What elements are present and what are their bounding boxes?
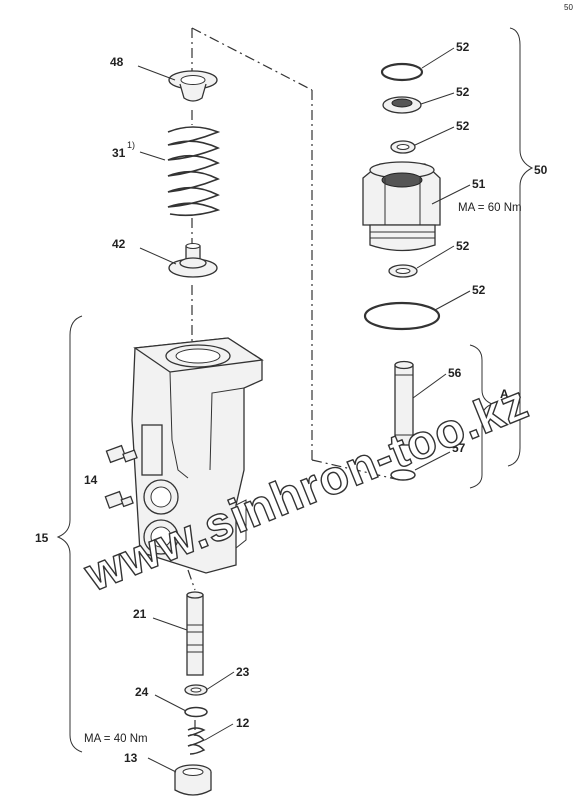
- corner-mark: 50: [564, 3, 573, 12]
- label-21: 21: [133, 607, 147, 621]
- label-52-a: 52: [456, 40, 470, 54]
- label-48: 48: [110, 55, 124, 69]
- part-24-ring: [184, 706, 208, 718]
- part-42-valve-seat: [168, 243, 218, 278]
- label-56: 56: [448, 366, 462, 380]
- torque-note-upper: MA = 60 Nm: [458, 202, 522, 214]
- part-52-o-ring-top: [380, 62, 424, 82]
- label-12: 12: [236, 716, 250, 730]
- brace-a: [469, 344, 494, 489]
- part-14-plugs: [104, 444, 138, 509]
- leader-lines: [137, 47, 471, 773]
- label-31-note: 1): [127, 140, 135, 150]
- part-31-spring: [167, 126, 221, 217]
- part-52-ring-small: [390, 140, 416, 154]
- label-a: A: [500, 387, 509, 401]
- label-52-c: 52: [456, 119, 470, 133]
- label-15: 15: [35, 531, 49, 545]
- part-12-spring: [187, 727, 206, 755]
- part-23-washer: [184, 684, 208, 696]
- label-51: 51: [472, 177, 486, 191]
- part-56-pin: [394, 360, 414, 446]
- label-50: 50: [534, 163, 548, 177]
- brace-15: [56, 315, 83, 753]
- label-13: 13: [124, 751, 138, 765]
- part-labels: 48 31 1) 42 15 14 21 23 24 12 13 50 51 5…: [35, 40, 548, 765]
- label-52-b: 52: [456, 85, 470, 99]
- label-52-d: 52: [456, 239, 470, 253]
- part-52-o-ring-large: [363, 301, 441, 331]
- brace-50: [507, 27, 534, 467]
- label-24: 24: [135, 685, 149, 699]
- part-57-ring: [390, 469, 416, 481]
- part-51-nut: [362, 161, 441, 252]
- part-15-valve-body: [131, 337, 264, 574]
- label-31: 31: [112, 146, 126, 160]
- label-14: 14: [84, 473, 98, 487]
- part-21-spool: [186, 591, 204, 676]
- torque-note-lower: MA = 40 Nm: [84, 733, 148, 745]
- part-48-spring-plate: [168, 70, 218, 102]
- part-13-plug: [174, 764, 212, 796]
- part-52-seal: [382, 96, 422, 114]
- label-52-e: 52: [472, 283, 486, 297]
- assembly-guide-lines: [187, 27, 401, 740]
- label-42: 42: [112, 237, 126, 251]
- label-23: 23: [236, 665, 250, 679]
- label-57: 57: [452, 441, 466, 455]
- part-52-ring-mid: [388, 264, 418, 278]
